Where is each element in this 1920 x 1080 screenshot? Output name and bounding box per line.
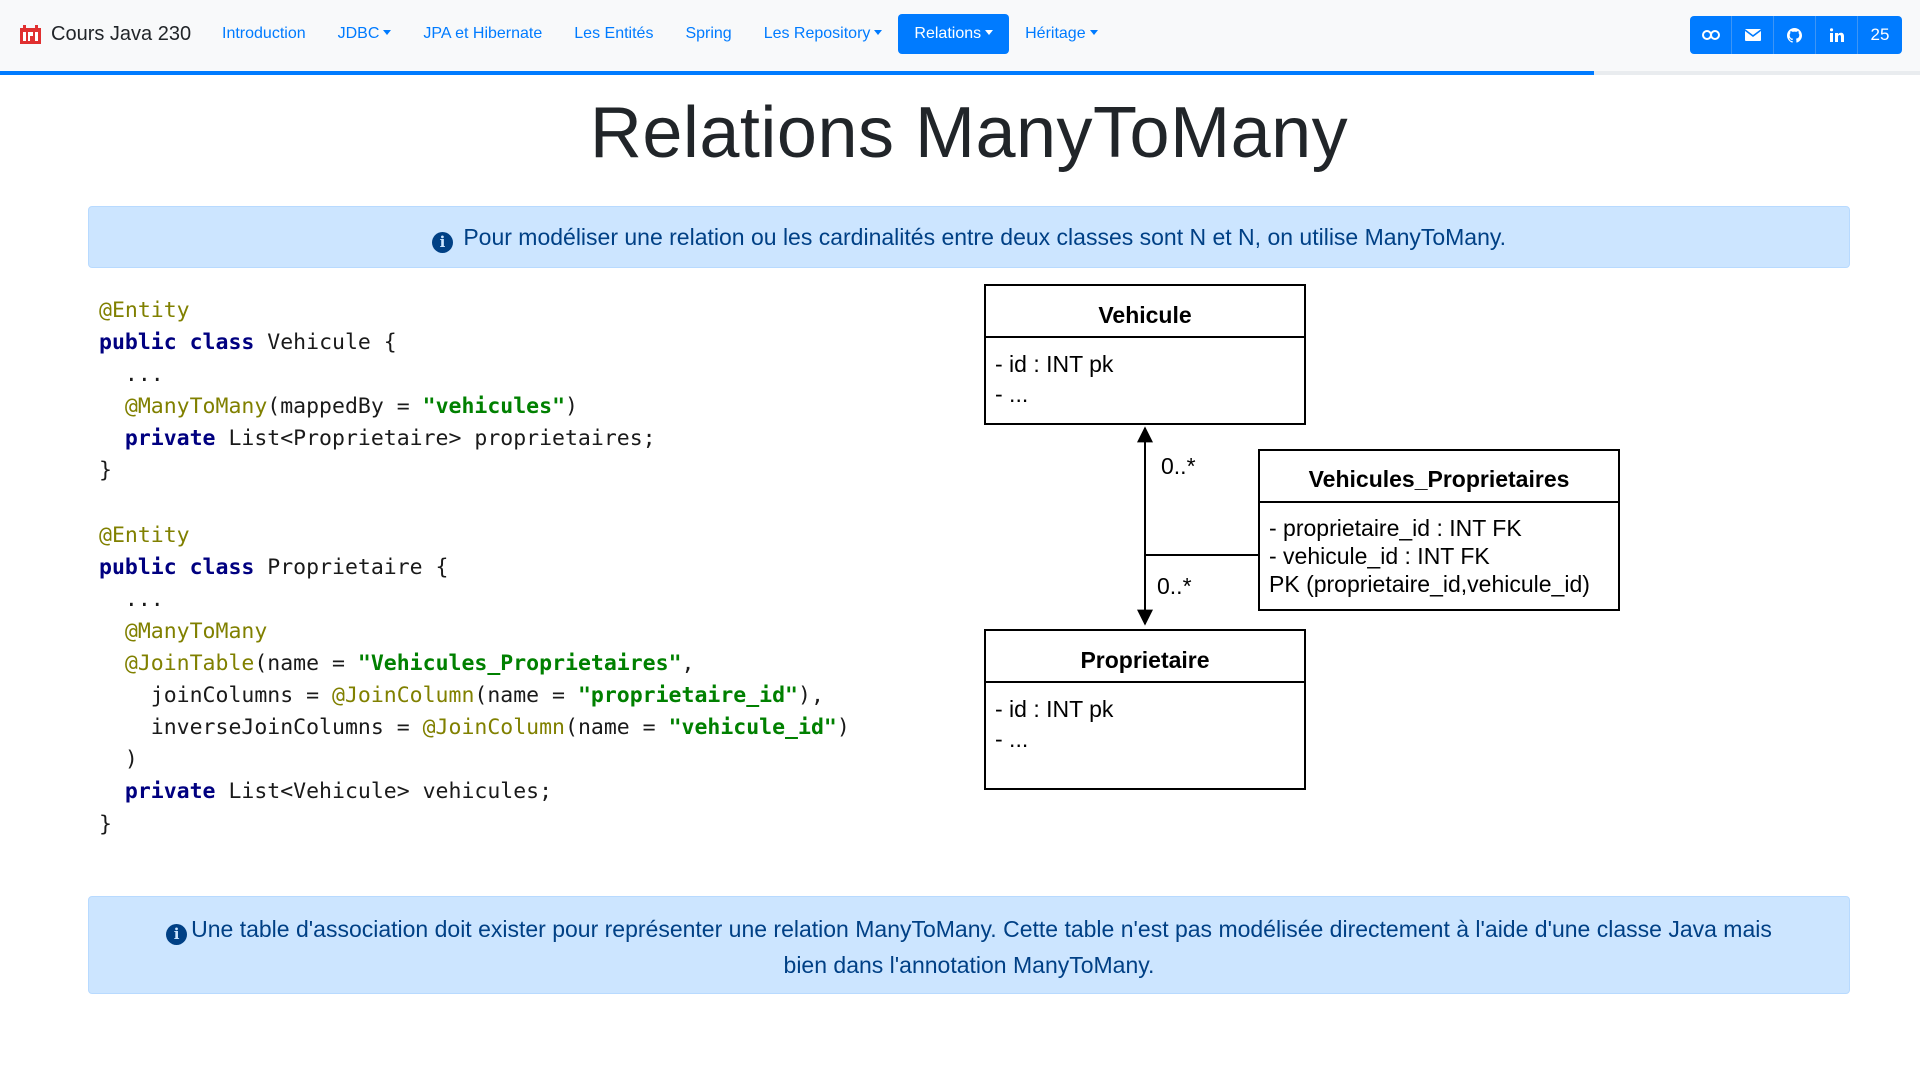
nav-item-entites[interactable]: Les Entités	[558, 14, 669, 54]
nav-label: JDBC	[337, 25, 380, 42]
uml-class-proprietaire: Proprietaire - id : INT pk - ...	[984, 629, 1306, 790]
code-text: )	[99, 747, 138, 773]
nav-label: Spring	[685, 25, 732, 42]
nav-item-repository[interactable]: Les Repository	[748, 14, 899, 54]
info-alert-bottom-text-line2: bien dans l'annotation ManyToMany.	[783, 952, 1155, 978]
brand-logo-icon	[20, 24, 41, 44]
navbar: Cours Java 230 Introduction JDBC JPA et …	[0, 0, 1920, 71]
info-alert-top: i Pour modéliser une relation ou les car…	[88, 206, 1850, 268]
code-text: )	[565, 394, 578, 420]
nav-item-introduction[interactable]: Introduction	[206, 14, 322, 54]
code-text: (name =	[474, 683, 578, 709]
mail-button[interactable]	[1732, 16, 1774, 54]
code-text: }	[99, 458, 112, 484]
uml-class-name: Vehicules_Proprietaires	[1309, 466, 1570, 492]
nav-item-heritage[interactable]: Héritage	[1009, 14, 1113, 54]
info-circle-icon: i	[431, 232, 453, 253]
code-keyword: public class	[99, 330, 255, 356]
code-text: )	[836, 715, 850, 741]
nav-links: Introduction JDBC JPA et Hibernate Les E…	[206, 14, 1114, 54]
code-annotation: @Entity	[99, 298, 190, 323]
code-text: joinColumns =	[99, 683, 332, 709]
code-annotation: @Entity	[99, 522, 190, 548]
brand-title: Cours Java 230	[51, 22, 192, 45]
uml-multiplicity-top: 0..*	[1161, 453, 1196, 479]
code-string: "vehicules"	[422, 394, 566, 420]
uml-attribute: - ...	[995, 381, 1028, 407]
code-text: List<Proprietaire> proprietaires;	[215, 426, 656, 452]
nav-label: Les Entités	[574, 25, 654, 42]
code-keyword: private	[124, 426, 216, 452]
code-text: (name =	[565, 715, 669, 741]
uml-multiplicity-bottom: 0..*	[1157, 573, 1192, 599]
code-annotation: @JoinTable	[124, 651, 255, 677]
uml-class-name: Vehicule	[1098, 302, 1191, 328]
nav-item-jpa-hibernate[interactable]: JPA et Hibernate	[407, 14, 558, 54]
code-text: ...	[99, 586, 164, 612]
brand[interactable]: Cours Java 230	[20, 20, 191, 48]
github-button[interactable]	[1774, 16, 1816, 54]
code-text: Proprietaire {	[254, 554, 449, 580]
code-text: List<Vehicule> vehicules;	[215, 779, 553, 805]
info-alert-top-text: Pour modéliser une relation ou les cardi…	[463, 224, 1507, 250]
nav-label: Héritage	[1025, 25, 1086, 42]
code-string: "vehicule_id"	[668, 715, 837, 741]
uml-attribute: - ...	[995, 726, 1028, 752]
uml-attribute: - vehicule_id : INT FK	[1269, 543, 1490, 569]
caret-down-icon	[874, 30, 883, 35]
nav-item-relations[interactable]: Relations	[898, 14, 1010, 54]
code-annotation: @JoinColumn	[332, 683, 475, 709]
linkedin-button[interactable]	[1816, 16, 1858, 54]
uml-class-vehicule: Vehicule - id : INT pk - ...	[984, 284, 1306, 425]
code-annotation: @ManyToMany	[124, 394, 268, 420]
nav-label: Introduction	[222, 25, 306, 42]
code-text: ...	[99, 362, 164, 388]
code-text: }	[99, 811, 112, 837]
link-button[interactable]	[1690, 16, 1732, 54]
code-text: (mappedBy =	[267, 394, 423, 420]
reading-progress-fill	[0, 71, 1594, 75]
nav-label: Relations	[914, 25, 982, 42]
code-block: @Entity public class Vehicule { ... @Man…	[99, 295, 850, 841]
code-text: ,	[681, 651, 695, 677]
code-text: Vehicule {	[254, 330, 397, 356]
nav-item-spring[interactable]: Spring	[669, 14, 747, 54]
uml-attribute: - id : INT pk	[995, 351, 1114, 377]
code-keyword: private	[124, 779, 216, 805]
github-icon	[1787, 27, 1802, 43]
caret-down-icon	[985, 30, 994, 35]
code-keyword: public class	[99, 554, 255, 580]
code-text: ),	[798, 683, 824, 709]
code-text: (name =	[254, 651, 358, 677]
code-annotation: @ManyToMany	[124, 618, 268, 644]
nav-label: JPA et Hibernate	[423, 25, 543, 42]
uml-class-join-table: Vehicules_Proprietaires - proprietaire_i…	[1258, 449, 1620, 611]
social-button-group: 25	[1690, 16, 1902, 54]
code-text: inverseJoinColumns =	[99, 715, 423, 741]
info-circle-icon: i	[166, 924, 188, 945]
link-icon	[1701, 30, 1720, 40]
social-count-badge[interactable]: 25	[1858, 16, 1902, 54]
page-title: Relations ManyToMany	[589, 93, 1349, 173]
caret-down-icon	[1089, 30, 1098, 35]
nav-label: Les Repository	[763, 25, 871, 42]
uml-attribute: - proprietaire_id : INT FK	[1269, 515, 1522, 541]
uml-attribute: - id : INT pk	[995, 696, 1114, 722]
info-alert-bottom-text-line1: Une table d'association doit exister pou…	[191, 916, 1772, 942]
uml-diagram: Vehicule - id : INT pk - ... Proprietair…	[980, 283, 1630, 803]
uml-class-name: Proprietaire	[1080, 647, 1209, 673]
nav-item-jdbc[interactable]: JDBC	[322, 14, 408, 54]
code-string: "proprietaire_id"	[577, 683, 799, 709]
linkedin-icon	[1829, 28, 1844, 42]
reading-progress-bar	[0, 71, 1920, 75]
code-annotation: @JoinColumn	[422, 715, 565, 741]
code-string: "Vehicules_Proprietaires"	[357, 651, 682, 677]
caret-down-icon	[383, 30, 392, 35]
mail-icon	[1744, 29, 1761, 41]
uml-attribute: PK (proprietaire_id,vehicule_id)	[1269, 571, 1590, 597]
